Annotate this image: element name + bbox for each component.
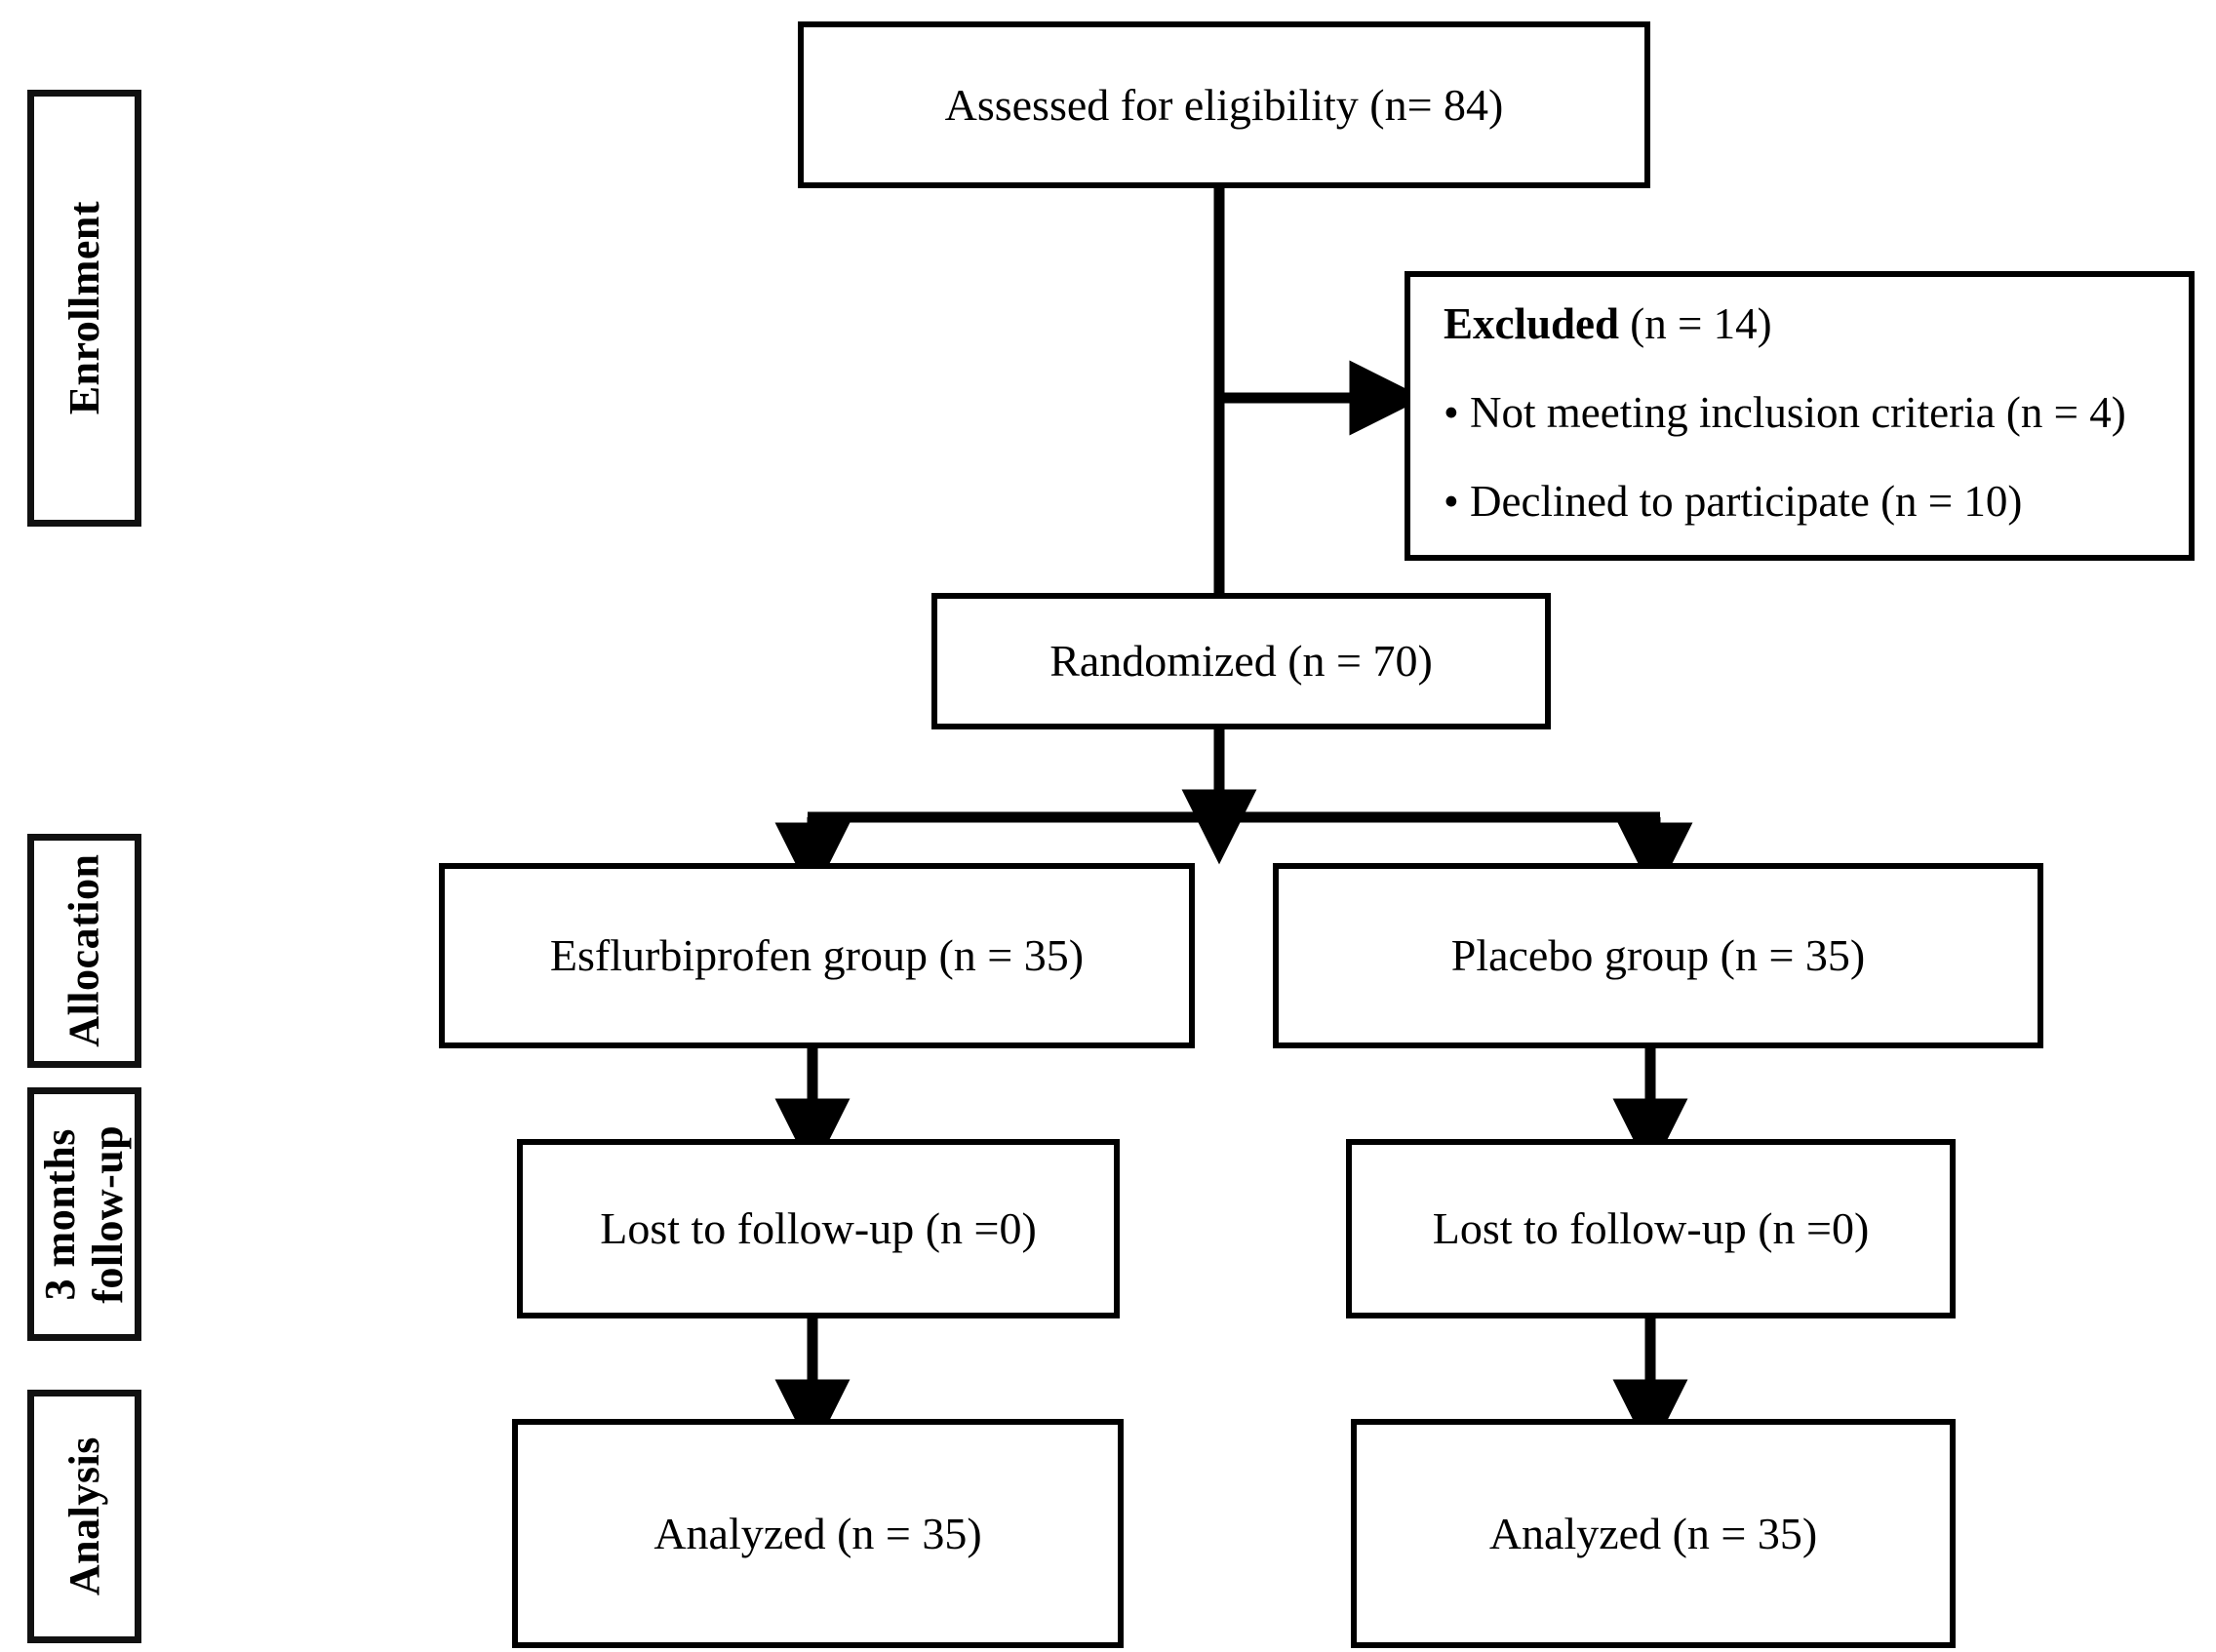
stage-label-allocation: Allocation (27, 834, 141, 1068)
stage-label-followup: 3 months follow-up (27, 1087, 141, 1341)
node-lost-to-followup-esflurbiprofen-text: Lost to follow-up (n =0) (600, 1203, 1037, 1254)
excluded-heading-rest: (n = 14) (1619, 299, 1772, 348)
node-excluded: Excluded (n = 14) • Not meeting inclusio… (1405, 271, 2195, 561)
stage-label-allocation-text: Allocation (59, 853, 108, 1048)
excluded-heading: Excluded (n = 14) (1444, 302, 2126, 346)
stage-label-enrollment-text: Enrollment (59, 201, 108, 415)
node-group-esflurbiprofen: Esflurbiprofen group (n = 35) (439, 863, 1195, 1048)
stage-label-followup-text: 3 months follow-up (36, 1125, 133, 1304)
node-analyzed-placebo-text: Analyzed (n = 35) (1488, 1508, 1818, 1558)
excluded-content: Excluded (n = 14) • Not meeting inclusio… (1444, 302, 2126, 569)
node-randomized-text: Randomized (n = 70) (1049, 636, 1433, 687)
node-analyzed-placebo: Analyzed (n = 35) (1351, 1419, 1956, 1648)
node-assessed-for-eligibility-text: Assessed for eligibility (n= 84) (944, 79, 1504, 130)
node-group-placebo: Placebo group (n = 35) (1273, 863, 2043, 1048)
stage-label-followup-line2: follow-up (84, 1124, 133, 1304)
stage-label-followup-line1: 3 months (36, 1127, 85, 1301)
node-group-esflurbiprofen-text: Esflurbiprofen group (n = 35) (549, 930, 1085, 981)
excluded-heading-bold: Excluded (1444, 299, 1620, 348)
excluded-item-1: • Not meeting inclusion criteria (n = 4) (1444, 388, 2126, 437)
stage-label-analysis-text: Analysis (59, 1436, 108, 1596)
node-analyzed-esflurbiprofen: Analyzed (n = 35) (512, 1419, 1124, 1648)
node-lost-to-followup-placebo-text: Lost to follow-up (n =0) (1432, 1203, 1870, 1254)
stage-label-enrollment: Enrollment (27, 90, 141, 527)
node-lost-to-followup-esflurbiprofen: Lost to follow-up (n =0) (517, 1139, 1120, 1318)
node-lost-to-followup-placebo: Lost to follow-up (n =0) (1346, 1139, 1956, 1318)
excluded-item-2: • Declined to participate (n = 10) (1444, 477, 2023, 526)
node-analyzed-esflurbiprofen-text: Analyzed (n = 35) (653, 1508, 982, 1558)
node-group-placebo-text: Placebo group (n = 35) (1450, 930, 1866, 981)
node-randomized: Randomized (n = 70) (931, 593, 1551, 729)
stage-label-analysis: Analysis (27, 1390, 141, 1643)
node-assessed-for-eligibility: Assessed for eligibility (n= 84) (798, 21, 1650, 188)
